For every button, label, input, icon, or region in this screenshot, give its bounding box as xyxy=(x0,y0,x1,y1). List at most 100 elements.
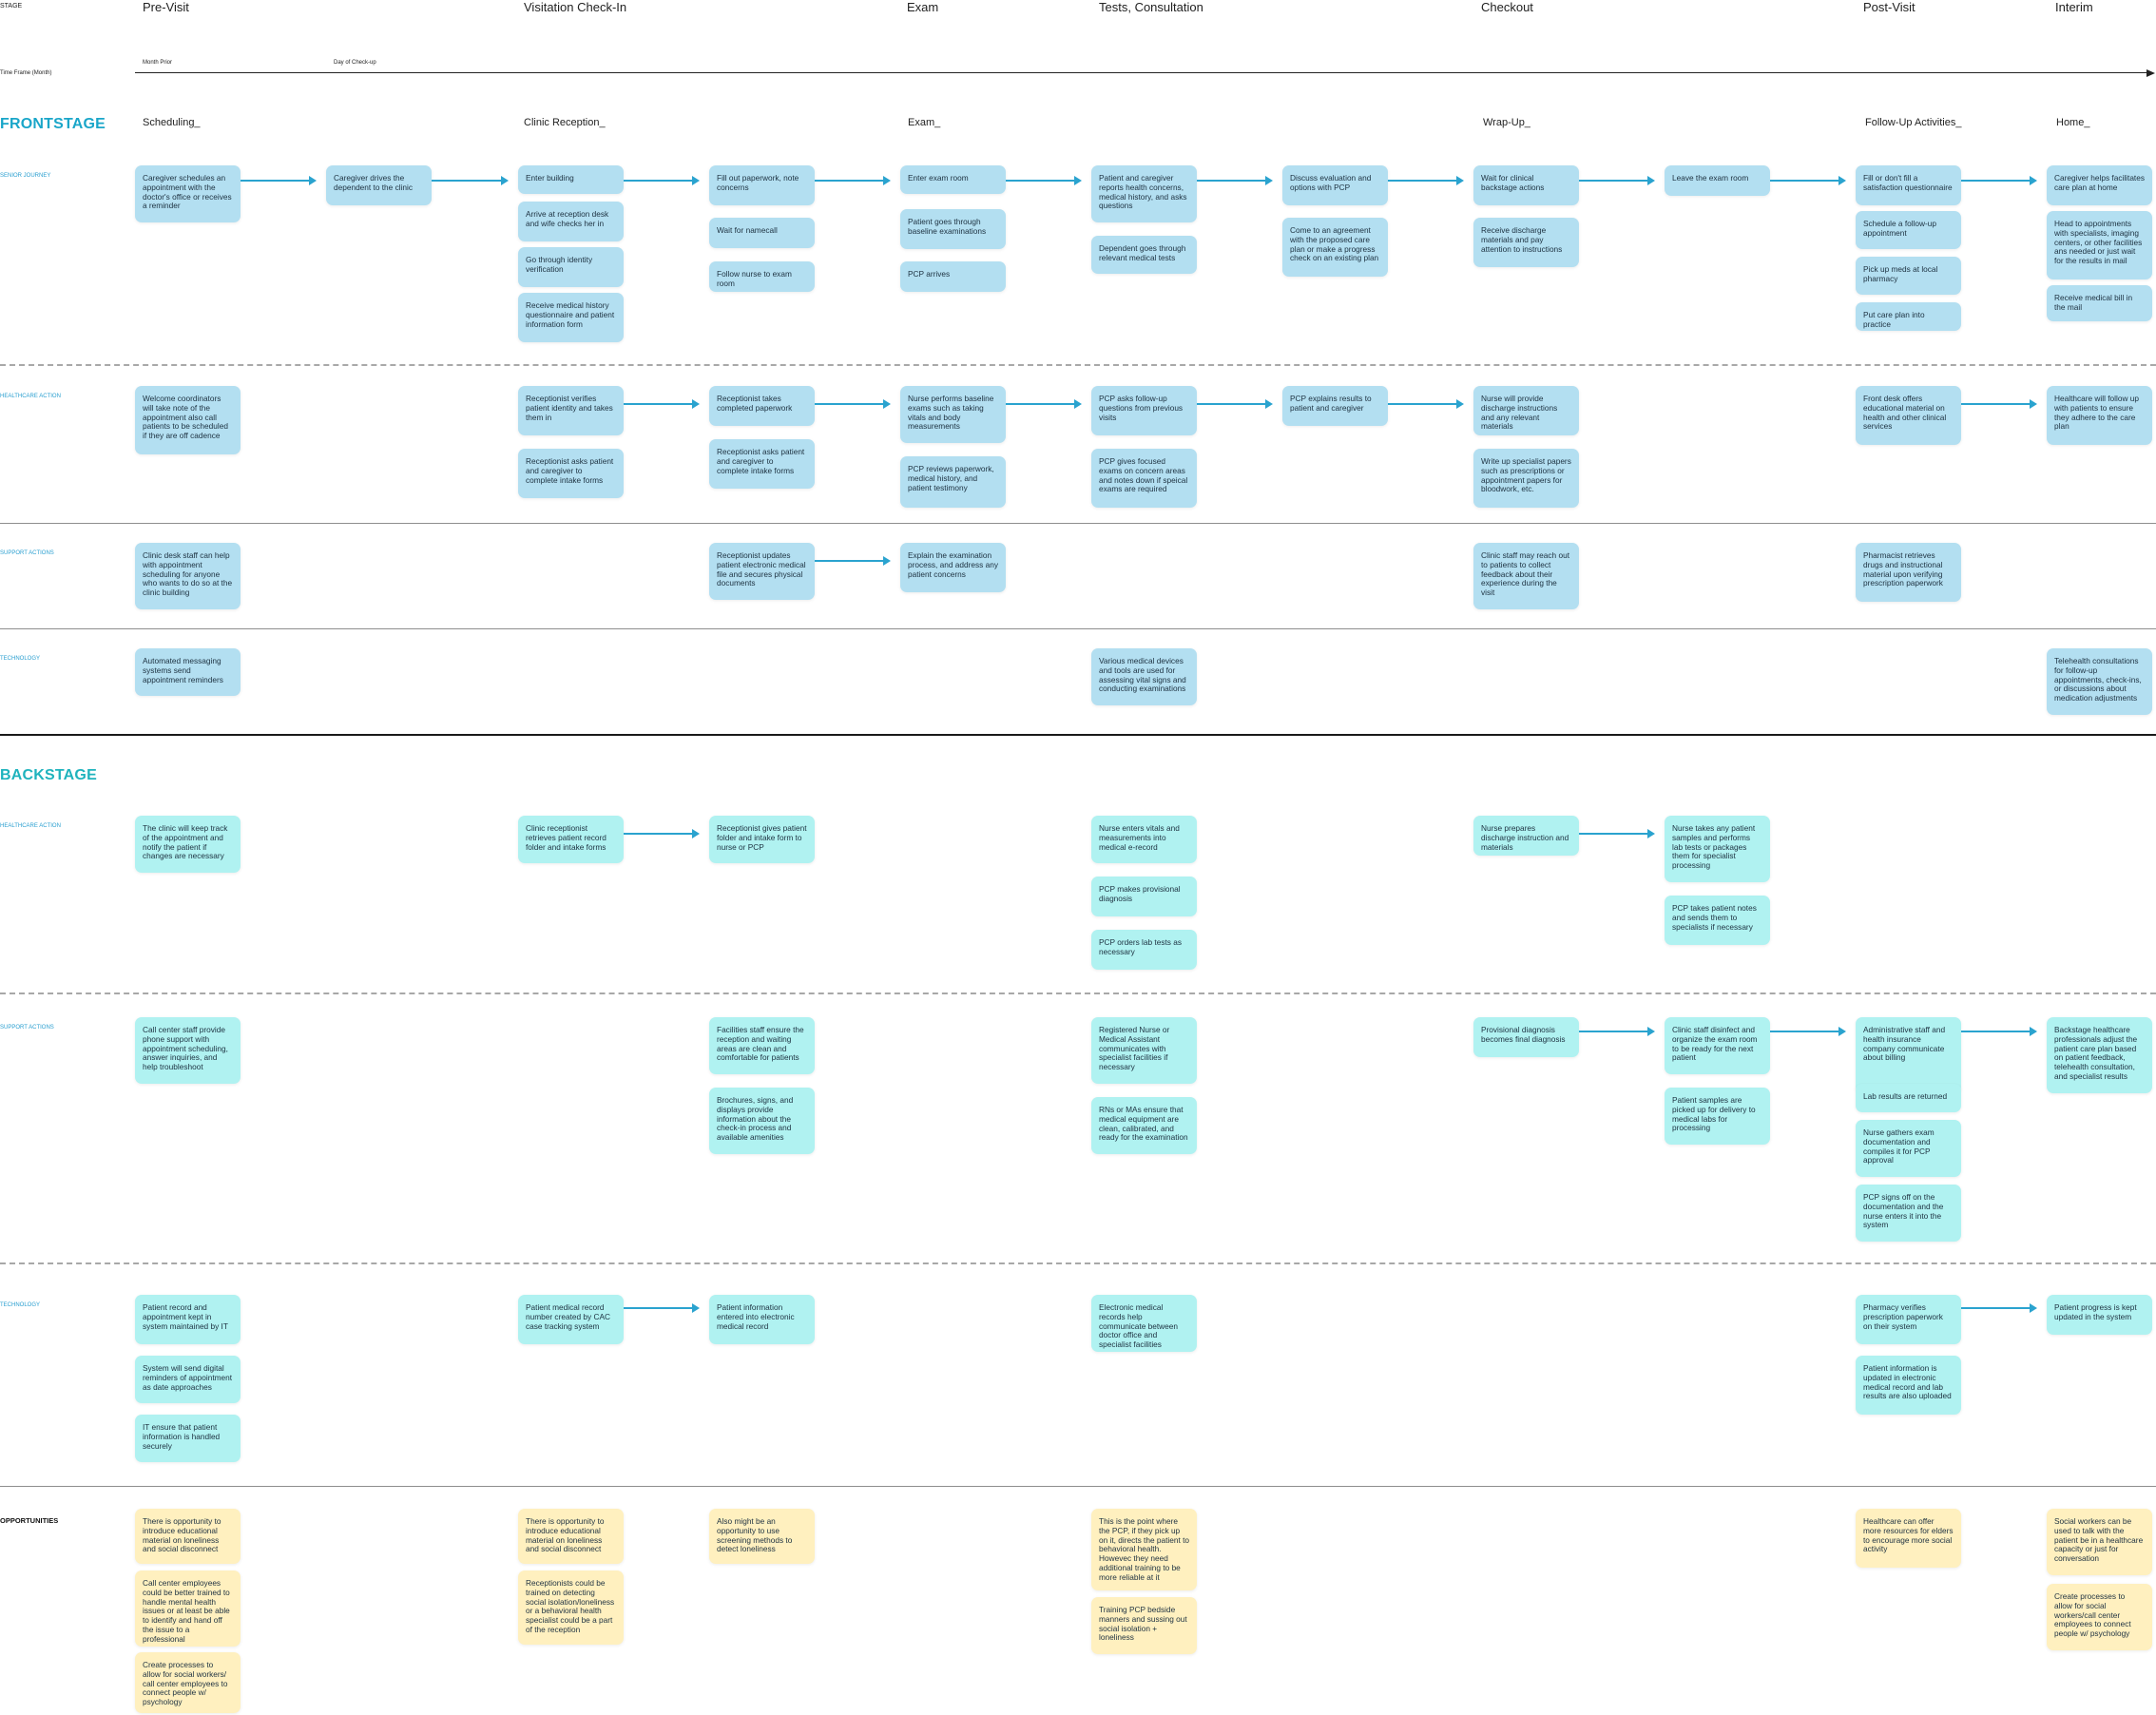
phase-wrap-up: Wrap-Up_ xyxy=(1483,117,1530,128)
frontstage-backstage-divider xyxy=(0,734,2156,736)
journey-card: Dependent goes through relevant medical … xyxy=(1091,236,1197,274)
flow-arrow xyxy=(1388,399,1464,409)
opportunity-card: Create processes to allow for social wor… xyxy=(2047,1584,2152,1650)
lane-label-opportunities: OPPORTUNITIES xyxy=(0,1516,59,1525)
flow-arrow xyxy=(1770,176,1846,185)
flow-arrow xyxy=(432,176,509,185)
flow-arrow xyxy=(1388,176,1464,185)
flow-arrow xyxy=(624,829,700,838)
healthcare-card: Nurse enters vitals and measurements int… xyxy=(1091,816,1197,863)
timeframe-label: Time Frame (Month) xyxy=(0,70,52,76)
support-card: Patient samples are picked up for delive… xyxy=(1665,1088,1770,1145)
healthcare-card: PCP reviews paperwork, medical history, … xyxy=(900,456,1006,508)
journey-card: Enter building xyxy=(518,165,624,194)
healthcare-card: PCP gives focused exams on concern areas… xyxy=(1091,449,1197,508)
technology-card: Telehealth consultations for follow-up a… xyxy=(2047,648,2152,715)
lane-label-fs-healthcare: HEALTHCARE ACTION xyxy=(0,394,61,399)
timeline-arrowhead xyxy=(2146,69,2155,77)
lane-divider xyxy=(0,628,2156,629)
journey-card: Fill or don't fill a satisfaction questi… xyxy=(1856,165,1961,205)
journey-card: Patient and caregiver reports health con… xyxy=(1091,165,1197,222)
journey-card: Caregiver schedules an appointment with … xyxy=(135,165,241,222)
backstage-title: BACKSTAGE xyxy=(0,767,97,783)
stage-checkout: Checkout xyxy=(1481,0,1533,14)
timeframe-month-prior: Month Prior xyxy=(143,60,173,66)
flow-arrow xyxy=(1197,176,1273,185)
opportunity-card: Healthcare can offer more resources for … xyxy=(1856,1509,1961,1568)
lane-label-senior-journey: SENIOR JOURNEY xyxy=(0,173,51,179)
phase-exam: Exam_ xyxy=(908,117,941,128)
support-card: Nurse gathers exam documentation and com… xyxy=(1856,1120,1961,1177)
technology-card: Patient progress is kept updated in the … xyxy=(2047,1295,2152,1335)
flow-arrow xyxy=(1579,176,1655,185)
opportunity-card: Call center employees could be better tr… xyxy=(135,1570,241,1647)
stage-exam: Exam xyxy=(907,0,939,14)
journey-card: Wait for namecall xyxy=(709,218,815,248)
flow-arrow xyxy=(815,556,891,566)
journey-card: PCP arrives xyxy=(900,261,1006,292)
support-card: Facilities staff ensure the reception an… xyxy=(709,1017,815,1074)
support-card: Clinic staff may reach out to patients t… xyxy=(1473,543,1579,609)
healthcare-card: PCP makes provisional diagnosis xyxy=(1091,877,1197,916)
support-card: Lab results are returned xyxy=(1856,1084,1961,1112)
healthcare-card: PCP takes patient notes and sends them t… xyxy=(1665,896,1770,945)
support-card: Clinic desk staff can help with appointm… xyxy=(135,543,241,609)
journey-card: Come to an agreement with the proposed c… xyxy=(1282,218,1388,277)
technology-card: Automated messaging systems send appoint… xyxy=(135,648,241,696)
journey-card: Receive medical bill in the mail xyxy=(2047,285,2152,321)
journey-card: Put care plan into practice xyxy=(1856,302,1961,331)
lane-label-fs-support: SUPPORT ACTIONS xyxy=(0,550,54,556)
healthcare-card: The clinic will keep track of the appoin… xyxy=(135,816,241,873)
healthcare-card: Clinic receptionist retrieves patient re… xyxy=(518,816,624,863)
support-card: Receptionist updates patient electronic … xyxy=(709,543,815,600)
technology-card: Patient information entered into electro… xyxy=(709,1295,815,1344)
healthcare-card: PCP asks follow-up questions from previo… xyxy=(1091,386,1197,435)
lane-divider-dashed xyxy=(0,992,2156,994)
support-card: RNs or MAs ensure that medical equipment… xyxy=(1091,1097,1197,1154)
journey-card: Caregiver helps facilitates care plan at… xyxy=(2047,165,2152,205)
stage-check-in: Visitation Check-In xyxy=(524,0,627,14)
healthcare-card: Receptionist asks patient and caregiver … xyxy=(518,449,624,498)
flow-arrow xyxy=(1961,1027,2037,1036)
healthcare-card: Receptionist takes completed paperwork xyxy=(709,386,815,426)
stage-tests: Tests, Consultation xyxy=(1099,0,1203,14)
flow-arrow xyxy=(1006,176,1082,185)
journey-card: Patient goes through baseline examinatio… xyxy=(900,209,1006,249)
phase-home: Home_ xyxy=(2056,117,2090,128)
flow-arrow xyxy=(624,399,700,409)
support-card: Call center staff provide phone support … xyxy=(135,1017,241,1084)
support-card: Registered Nurse or Medical Assistant co… xyxy=(1091,1017,1197,1084)
stage-interim: Interim xyxy=(2055,0,2093,14)
technology-card: IT ensure that patient information is ha… xyxy=(135,1415,241,1462)
phase-clinic-reception: Clinic Reception_ xyxy=(524,117,606,128)
journey-card: Follow nurse to exam room xyxy=(709,261,815,292)
healthcare-card: Nurse performs baseline exams such as ta… xyxy=(900,386,1006,443)
stage-post-visit: Post-Visit xyxy=(1863,0,1915,14)
flow-arrow xyxy=(1197,399,1273,409)
support-card: Backstage healthcare professionals adjus… xyxy=(2047,1017,2152,1093)
healthcare-card: Welcome coordinators will take note of t… xyxy=(135,386,241,454)
healthcare-card: Healthcare will follow up with patients … xyxy=(2047,386,2152,445)
journey-card: Arrive at reception desk and wife checks… xyxy=(518,202,624,241)
flow-arrow xyxy=(1579,829,1655,838)
phase-scheduling: Scheduling_ xyxy=(143,117,201,128)
journey-card: Leave the exam room xyxy=(1665,165,1770,196)
journey-card: Wait for clinical backstage actions xyxy=(1473,165,1579,205)
support-card: Brochures, signs, and displays provide i… xyxy=(709,1088,815,1154)
journey-card: Receive discharge materials and pay atte… xyxy=(1473,218,1579,267)
flow-arrow xyxy=(624,176,700,185)
support-card: PCP signs off on the documentation and t… xyxy=(1856,1185,1961,1242)
stage-pre-visit: Pre-Visit xyxy=(143,0,189,14)
healthcare-card: PCP orders lab tests as necessary xyxy=(1091,930,1197,970)
healthcare-card: Nurse takes any patient samples and perf… xyxy=(1665,816,1770,882)
opportunity-card: There is opportunity to introduce educat… xyxy=(135,1509,241,1564)
lane-divider xyxy=(0,1486,2156,1487)
support-card: Clinic staff disinfect and organize the … xyxy=(1665,1017,1770,1074)
flow-arrow xyxy=(624,1303,700,1313)
flow-arrow xyxy=(241,176,317,185)
opportunity-card: Training PCP bedside manners and sussing… xyxy=(1091,1597,1197,1654)
flow-arrow xyxy=(1961,176,2037,185)
journey-card: Caregiver drives the dependent to the cl… xyxy=(326,165,432,205)
flow-arrow xyxy=(1961,399,2037,409)
lane-label-fs-technology: TECHNOLOGY xyxy=(0,656,41,662)
